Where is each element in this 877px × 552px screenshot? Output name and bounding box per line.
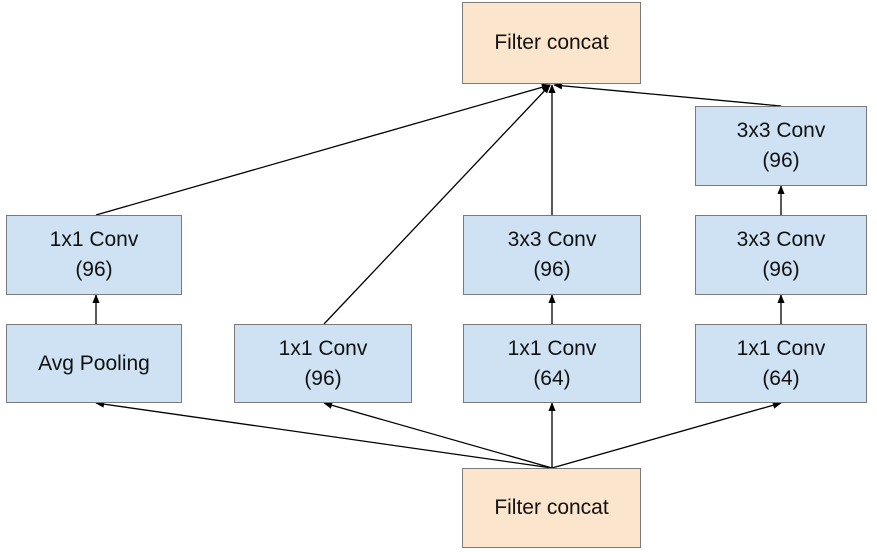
node-sublabel: (64): [762, 366, 800, 390]
b1-avg-pooling: Avg Pooling: [6, 324, 182, 403]
node-sublabel: (64): [533, 366, 571, 390]
b4-conv3x3-middle: 3x3 Conv (96): [695, 215, 867, 295]
node-sublabel: (96): [762, 149, 800, 172]
node-sublabel: (96): [304, 366, 342, 390]
node-sublabel: (96): [75, 258, 113, 281]
node-label: 1x1 Conv: [736, 336, 826, 360]
node-label: 3x3 Conv: [736, 228, 826, 251]
b3-conv3x3: 3x3 Conv (96): [463, 215, 641, 295]
node-sublabel: (96): [533, 258, 571, 281]
b1-conv1x1: 1x1 Conv (96): [6, 215, 182, 295]
node-sublabel: (96): [762, 258, 800, 281]
edge-b2-conv-to-concat: [323, 84, 551, 325]
node-label: 3x3 Conv: [507, 228, 597, 251]
node-label: Filter concat: [494, 31, 609, 54]
node-label: 1x1 Conv: [49, 228, 139, 251]
b3-conv1x1: 1x1 Conv (64): [463, 324, 641, 403]
edge-concat-to-avg-pooling: [95, 400, 553, 469]
node-label: Avg Pooling: [38, 351, 150, 375]
edge-concat-to-b2-conv: [323, 401, 553, 469]
b2-conv1x1: 1x1 Conv (96): [234, 324, 412, 403]
node-label: 1x1 Conv: [507, 336, 597, 360]
filter-concat-bottom: Filter concat: [462, 468, 641, 548]
node-label: 3x3 Conv: [736, 119, 826, 142]
edge-concat-to-b4-conv1: [551, 401, 782, 469]
b4-conv1x1: 1x1 Conv (64): [695, 324, 867, 403]
node-label: Filter concat: [494, 496, 609, 519]
edge-b4-conv3a-to-concat: [553, 82, 782, 107]
filter-concat-top: Filter concat: [462, 2, 641, 84]
node-label: 1x1 Conv: [278, 336, 368, 360]
b4-conv3x3-top: 3x3 Conv (96): [695, 106, 867, 186]
edge-b1-conv-to-concat: [95, 83, 551, 216]
